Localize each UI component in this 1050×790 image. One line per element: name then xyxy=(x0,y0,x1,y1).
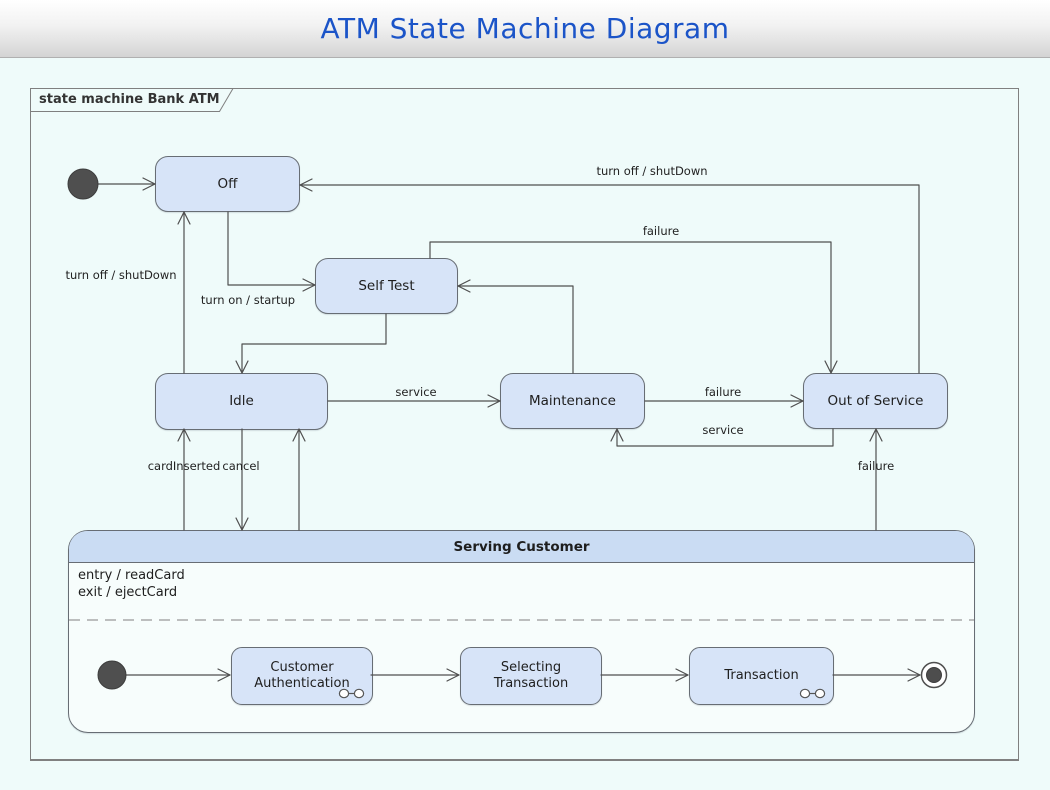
state-out-of-service: Out of Service xyxy=(803,373,948,429)
exit-action: exit / ejectCard xyxy=(78,584,178,600)
state-idle-label: Idle xyxy=(229,393,254,409)
frame-label: state machine Bank ATM xyxy=(39,92,220,107)
label-turn-off-top: turn off / shutDown xyxy=(596,164,708,178)
state-self-test-label: Self Test xyxy=(358,277,415,294)
substate-customer-authentication: Customer Authentication xyxy=(231,647,373,705)
state-off: Off xyxy=(155,156,300,212)
substate-selecting-transaction: Selecting Transaction xyxy=(460,647,602,705)
entry-action: entry / readCard xyxy=(78,568,185,583)
label-turn-on: turn on / startup xyxy=(200,293,296,307)
serving-customer-title: Serving Customer xyxy=(453,538,590,555)
serving-customer-header: Serving Customer xyxy=(69,531,974,563)
substate-transaction-label: Transaction xyxy=(724,667,799,683)
state-maintenance: Maintenance xyxy=(500,373,645,429)
submachine-icon xyxy=(799,688,826,699)
substate-selecting-transaction-label: Selecting Transaction xyxy=(493,659,569,692)
substate-transaction: Transaction xyxy=(689,647,834,705)
submachine-icon xyxy=(338,688,365,699)
label-failure-top: failure xyxy=(642,224,680,238)
state-idle: Idle xyxy=(155,373,328,430)
page-title: ATM State Machine Diagram xyxy=(320,12,730,45)
label-service-idle-maintenance: service xyxy=(395,385,437,399)
state-maintenance-label: Maintenance xyxy=(529,392,616,409)
state-serving-customer: Serving Customer entry / readCard exit /… xyxy=(68,530,975,733)
label-turn-off-left: turn off / shutDown xyxy=(65,268,177,282)
state-off-label: Off xyxy=(217,175,238,192)
serving-customer-actions: entry / readCard exit / ejectCard xyxy=(78,568,185,601)
substate-customer-authentication-label: Customer Authentication xyxy=(254,659,350,692)
label-failure-serving-oos: failure xyxy=(857,459,895,473)
state-self-test: Self Test xyxy=(315,258,458,314)
label-card-inserted: cardInserted xyxy=(147,459,221,473)
label-failure-maintenance-oos: failure xyxy=(704,385,742,399)
diagram-frame xyxy=(30,88,1019,761)
label-service-oos-maintenance: service xyxy=(702,423,744,437)
state-out-of-service-label: Out of Service xyxy=(827,392,924,409)
label-cancel: cancel xyxy=(222,459,260,473)
page-header: ATM State Machine Diagram xyxy=(0,0,1050,58)
